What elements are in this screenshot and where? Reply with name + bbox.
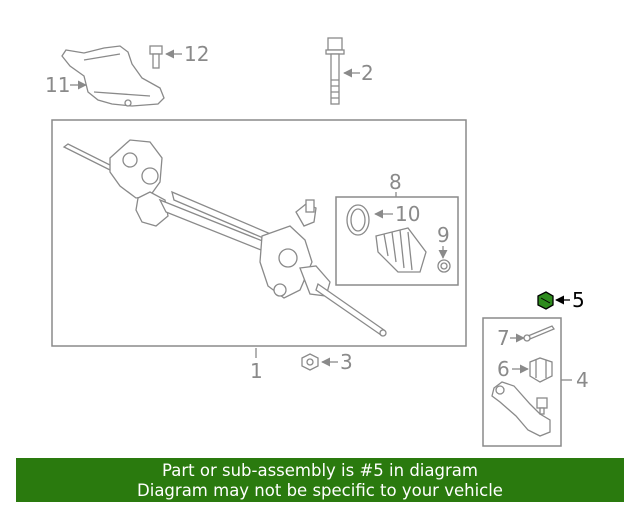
part-7-cotter-pin (523, 325, 555, 342)
callout-3: 3 (340, 350, 353, 374)
part-2-long-bolt (325, 37, 345, 105)
callout-4: 4 (576, 368, 589, 392)
callout-6: 6 (497, 357, 510, 381)
callout-2: 2 (361, 61, 374, 85)
part-4-tie-rod-end (491, 381, 551, 437)
part-12-bolt (149, 45, 163, 69)
callout-5: 5 (572, 288, 585, 312)
part-10-clamp (346, 204, 370, 236)
part-8-boot (375, 227, 427, 273)
callout-10: 10 (395, 202, 420, 226)
part-6-castle-nut (529, 357, 553, 383)
part-3-nut (301, 353, 319, 371)
callout-11: 11 (45, 73, 70, 97)
info-banner: Part or sub-assembly is #5 in diagram Di… (16, 458, 624, 502)
part-11-heat-shield (61, 45, 165, 107)
part-1-steering-gear (62, 139, 387, 337)
subassembly-frame-8 (335, 196, 459, 286)
callout-9: 9 (437, 223, 450, 247)
part-5-nut-highlighted[interactable] (537, 291, 554, 310)
subassembly-frame-4 (482, 317, 562, 447)
callout-12: 12 (184, 42, 209, 66)
callout-8: 8 (389, 170, 402, 194)
callout-1: 1 (250, 359, 263, 383)
assembly-frame-1 (51, 119, 467, 347)
banner-line-1: Part or sub-assembly is #5 in diagram (162, 461, 478, 480)
callout-7: 7 (497, 326, 510, 350)
banner-line-2: Diagram may not be specific to your vehi… (137, 481, 503, 500)
part-9-clamp (437, 259, 451, 273)
